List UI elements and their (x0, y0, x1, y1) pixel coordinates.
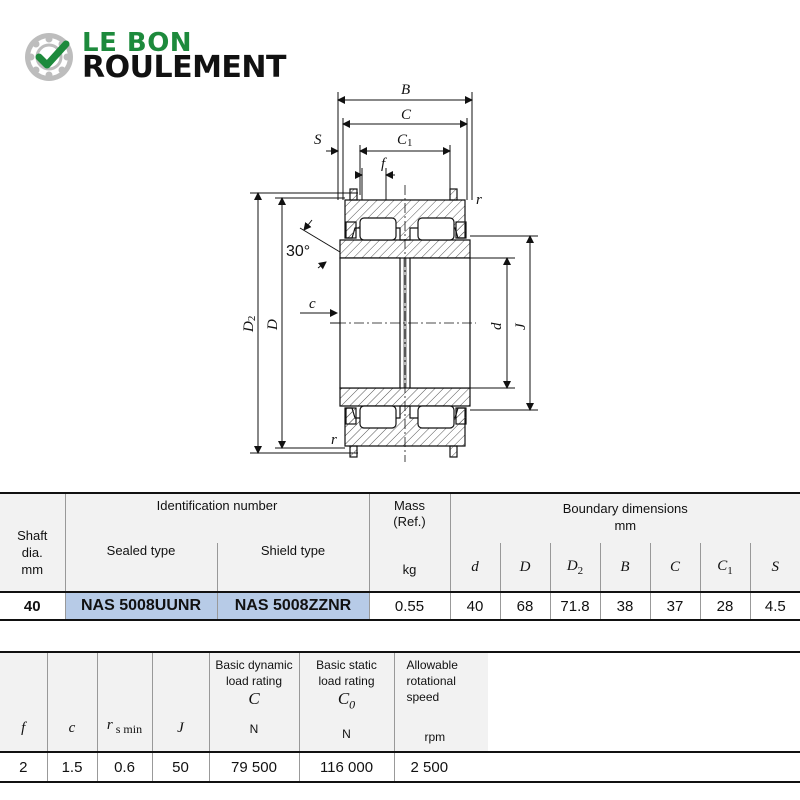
header-speed: Allowable rotational speed rpm (393, 652, 488, 752)
dim-label-r-top: r (476, 192, 482, 208)
cell-D2: 71.8 (549, 592, 600, 620)
col-C1: C1 (699, 543, 750, 592)
col-D: D (499, 543, 550, 592)
cell-basic-dynamic: 79 500 (208, 752, 299, 782)
bearing-check-icon (25, 33, 73, 81)
brand-logo: LE BON ROULEMENT (22, 26, 302, 86)
header-sealed-type: Sealed type (64, 543, 217, 592)
header-identification-number: Identification number (64, 493, 369, 543)
header-basic-dynamic-symbol: C (248, 689, 260, 708)
dim-label-S: S (314, 132, 322, 148)
header-speed-label: Allowable rotational speed (406, 658, 458, 704)
cell-C1: 28 (699, 592, 750, 620)
cell-mass: 0.55 (368, 592, 450, 620)
dim-label-C1: C1 (397, 132, 413, 149)
col-c: c (46, 652, 97, 752)
bearing-cross-section-diagram: B C C1 S f r r c D2 D d J 30° (241, 82, 538, 462)
dim-label-J: J (513, 322, 529, 330)
dim-label-r-bottom: r (331, 432, 337, 448)
cell-sealed-type: NAS 5008UUNR (64, 592, 217, 620)
cell-shaft: 40 (23, 597, 41, 615)
cell-J: 50 (151, 752, 209, 782)
col-C: C (649, 543, 700, 592)
cell-D: 68 (499, 592, 550, 620)
dim-label-D: D (265, 319, 281, 331)
header-basic-static-unit: N (342, 727, 351, 742)
cell-C: 37 (649, 592, 700, 620)
dim-label-c: c (309, 296, 316, 312)
cell-r-s-min: 0.6 (96, 752, 152, 782)
header-shield-type: Shield type (216, 543, 369, 592)
col-J: J (151, 652, 209, 752)
col-B: B (599, 543, 650, 592)
header-basic-dynamic-unit: N (249, 722, 259, 736)
cell-f: 2 (19, 758, 28, 776)
ratings-table: f c r s min J Basic dynamic load rating … (0, 651, 800, 783)
angle-label: 30° (286, 243, 310, 260)
header-shaft-dia: Shaft dia. mm (17, 528, 48, 577)
cell-B: 38 (599, 592, 650, 620)
cell-S: 4.5 (749, 592, 800, 620)
cell-speed: 2 500 (393, 752, 488, 782)
header-mass: Mass (Ref.) kg (368, 493, 450, 592)
header-basic-static-symbol: C0 (337, 689, 356, 712)
header-basic-static-label: Basic static load rating (316, 658, 377, 688)
header-boundary-dimensions: Boundary dimensions mm (449, 493, 800, 543)
dim-label-d: d (489, 322, 505, 330)
col-f: f (21, 720, 26, 736)
col-D2: D2 (549, 543, 600, 592)
dimensions-table: Shaft dia. mm Identification number Mass… (0, 492, 800, 621)
dim-label-B: B (401, 82, 410, 98)
dim-label-C: C (401, 107, 412, 123)
brand-line2: ROULEMENT (82, 50, 287, 85)
cell-basic-static: 116 000 (298, 752, 394, 782)
brand-line1: LE BON (82, 28, 193, 58)
header-basic-dynamic-label: Basic dynamic load rating (215, 658, 293, 688)
cell-shield-type: NAS 5008ZZNR (216, 592, 369, 620)
cell-c: 1.5 (46, 752, 97, 782)
header-mass-unit: kg (402, 562, 417, 577)
header-speed-unit: rpm (424, 730, 446, 744)
header-mass-label: Mass (Ref.) (393, 498, 426, 529)
dim-label-f: f (381, 156, 387, 172)
header-basic-static: Basic static load rating C0 N (298, 652, 394, 752)
col-S: S (749, 543, 800, 592)
dim-label-D2: D2 (241, 316, 258, 333)
col-r-s-min: r s min (96, 652, 152, 752)
cell-d: 40 (449, 592, 500, 620)
col-d: d (449, 543, 500, 592)
header-basic-dynamic: Basic dynamic load rating C N (208, 652, 299, 752)
